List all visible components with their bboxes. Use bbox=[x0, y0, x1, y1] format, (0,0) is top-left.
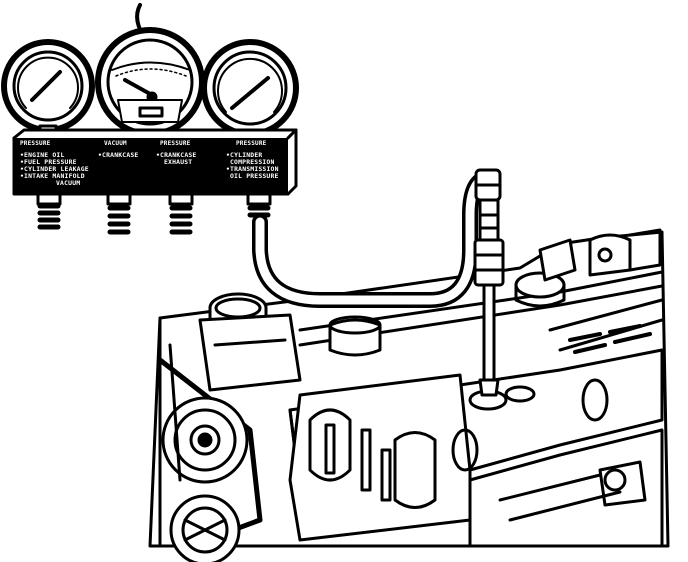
manifold-fittings bbox=[36, 192, 272, 235]
test-hose bbox=[252, 170, 496, 308]
engine bbox=[148, 228, 670, 562]
vacuum-gauge-center bbox=[95, 27, 205, 146]
label-exhaust: EXHAUST bbox=[164, 158, 193, 166]
label-pressure-1: PRESSURE bbox=[20, 140, 51, 147]
label-cylinder: •CYLINDER bbox=[226, 151, 263, 159]
gauge-manifold bbox=[12, 128, 298, 196]
label-cylinder-leakage: •CYLINDER LEAKAGE bbox=[20, 165, 89, 173]
label-oil-pressure: OIL PRESSURE bbox=[230, 172, 279, 180]
label-crankcase-2: •CRANKCASE bbox=[156, 151, 197, 159]
spark-plug-adapter bbox=[473, 168, 505, 397]
label-crankcase-1: •CRANKCASE bbox=[98, 151, 139, 159]
label-transmission: •TRANSMISSION bbox=[226, 165, 279, 173]
pressure-gauge-left bbox=[1, 39, 95, 140]
label-fuel-pressure: •FUEL PRESSURE bbox=[20, 158, 77, 166]
exhaust-manifold bbox=[288, 373, 472, 542]
label-vacuum-sub: VACUUM bbox=[56, 179, 81, 187]
label-engine-oil: •ENGINE OIL bbox=[20, 151, 65, 159]
label-pressure-3: PRESSURE bbox=[236, 140, 267, 147]
label-compression: COMPRESSION bbox=[230, 158, 275, 166]
label-intake-manifold: •INTAKE MANIFOLD bbox=[20, 172, 85, 180]
label-vacuum: VACUUM bbox=[104, 140, 127, 147]
pressure-gauge-right bbox=[201, 39, 299, 144]
label-pressure-2: PRESSURE bbox=[160, 140, 191, 147]
